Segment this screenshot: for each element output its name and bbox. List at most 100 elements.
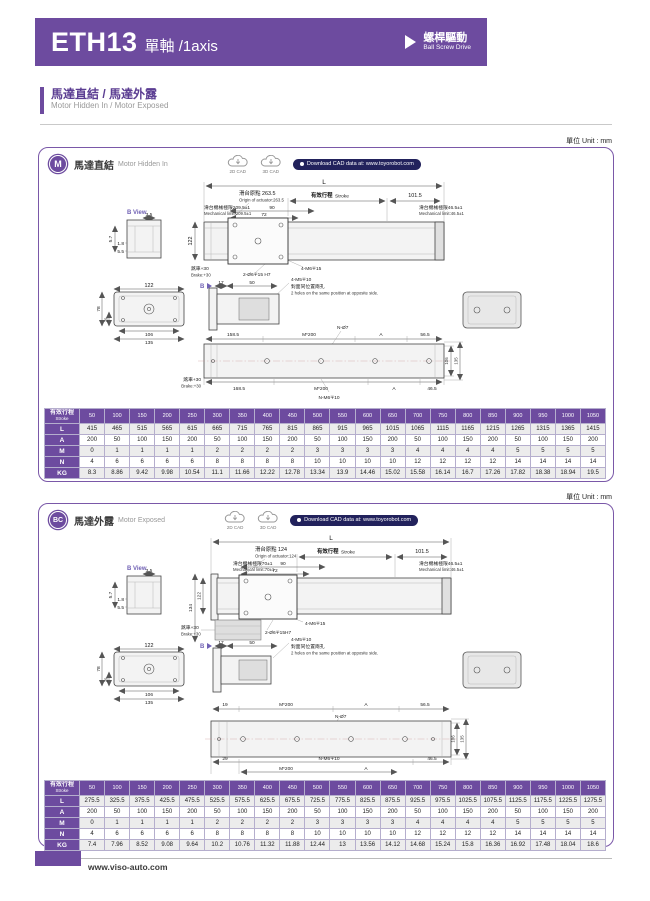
dim-label: 135 [454, 357, 459, 365]
stroke-value-cell: 400 [254, 780, 281, 796]
dim-label: 106 [451, 735, 456, 743]
table-cell: 50 [404, 434, 431, 446]
table-cell: 18.6 [579, 839, 607, 851]
table-cell: 14 [529, 828, 556, 840]
table-cell: 6 [129, 456, 156, 468]
dim-label: 101.5 [415, 549, 429, 555]
table-cell: 50 [304, 806, 331, 818]
table-cell: 325.5 [104, 795, 131, 807]
table-cell: 100 [529, 434, 556, 446]
table-cell: 14.46 [354, 467, 381, 479]
dim-label: 106 [145, 332, 153, 338]
table-cell: 50 [304, 434, 331, 446]
table-cell: 2 [204, 817, 231, 829]
table-cell: 150 [454, 806, 481, 818]
stroke-value-cell: 750 [429, 780, 456, 796]
stroke-value-cell: 450 [279, 408, 306, 424]
dim-label: 56.5 [420, 332, 430, 338]
dim-label: A [392, 386, 396, 392]
panel-m-title-en: Motor Hidden In [118, 160, 168, 168]
stroke-value-cell: 950 [529, 780, 556, 796]
stroke-value-cell: 750 [429, 408, 456, 424]
cad-3d-button[interactable]: 3D CAD [256, 510, 280, 530]
table-cell: 4 [454, 445, 481, 457]
stroke-value-cell: 500 [304, 408, 331, 424]
table-cell: 5 [504, 445, 531, 457]
dim-label: 滑台機械極限46.5±1 [419, 204, 463, 211]
download-cad-link[interactable]: Download CAD data at: www.toyorobot.com [292, 158, 421, 170]
table-cell: 2 [229, 817, 256, 829]
table-cell: 1175.5 [529, 795, 556, 807]
table-cell: 50 [504, 806, 531, 818]
table-cell: 6 [104, 456, 131, 468]
end-view [113, 651, 185, 687]
table-cell: 200 [78, 434, 106, 446]
stroke-value-cell: 250 [179, 780, 206, 796]
table-cell: 625.5 [254, 795, 281, 807]
cad-3d-button[interactable]: 3D CAD [259, 154, 283, 174]
table-cell: 1265 [504, 423, 531, 435]
table-cell: 8.3 [78, 467, 106, 479]
cad-2d-button[interactable]: 2D CAD [226, 154, 250, 174]
table-cell: 200 [479, 434, 506, 446]
table-cell: 200 [279, 806, 306, 818]
table-cell: 8 [254, 828, 281, 840]
dim-label: 46.5 [427, 756, 437, 762]
table-cell: 1 [179, 817, 206, 829]
table-cell: 13.34 [304, 467, 331, 479]
motor-exposed-drawing: L 滑台原點 124 Origin of actuator:124 有效行程 S… [96, 535, 522, 775]
table-cell: 675.5 [279, 795, 306, 807]
table-cell: 200 [579, 806, 607, 818]
dimension-labels: L 滑台原點 263.5 Origin of actuator:263.5 有效… [96, 179, 464, 401]
section-b-marker: B [200, 644, 205, 650]
dim-label: 122 [145, 643, 154, 649]
download-cad-link[interactable]: Download CAD data at: www.toyorobot.com [290, 514, 419, 526]
table-cell: 150 [454, 434, 481, 446]
cad-links: 2D CAD 3D CAD [223, 510, 280, 530]
dim-label: 17 [218, 280, 224, 286]
table-cell: 1115 [429, 423, 456, 435]
table-cell: 10 [329, 456, 356, 468]
table-cell: 12 [479, 828, 506, 840]
table-cell: 9.42 [129, 467, 156, 479]
table-cell: 10 [304, 828, 331, 840]
dim-label: 對面同位置兩孔 [291, 283, 325, 290]
actuator-bottom-view [198, 343, 450, 379]
dim-label: M*200 [279, 766, 293, 772]
actuator-side-view [210, 573, 452, 641]
table-cell: 150 [254, 806, 281, 818]
motor-section-view [207, 283, 280, 331]
dim-label: Brake:+30 [191, 273, 211, 278]
section-title-en: Motor Hidden In / Motor Exposed [51, 101, 169, 111]
drive-type-block: 螺桿驅動 Ball Screw Drive [405, 32, 471, 51]
table-cell: 5 [529, 817, 556, 829]
panel-motor-exposed: BC 馬達外露 Motor Exposed 2D CAD 3D CAD Down… [38, 503, 614, 851]
dim-label: 29 [222, 756, 228, 762]
rear-end-view [462, 291, 522, 329]
table-cell: 8 [254, 456, 281, 468]
table-cell: 16.7 [454, 467, 481, 479]
stroke-value-cell: 850 [479, 408, 506, 424]
motor-hidden-drawing: L 滑台原點 263.5 Origin of actuator:263.5 有效… [96, 179, 522, 401]
cloud-download-icon [257, 510, 278, 523]
table-cell: 3 [379, 445, 406, 457]
table-cell: 375.5 [129, 795, 156, 807]
table-cell: 865 [304, 423, 331, 435]
table-cell: 17.48 [529, 839, 556, 851]
table-cell: 16.36 [479, 839, 506, 851]
dim-label: Stroke [341, 550, 355, 556]
table-cell: 10 [354, 456, 381, 468]
dim-label: 滑台原點 263.5 [239, 189, 276, 197]
dim-label: 50 [249, 640, 255, 646]
table-cell: 4 [454, 817, 481, 829]
stroke-value-cell: 800 [454, 408, 481, 424]
stroke-value-cell: 250 [179, 408, 206, 424]
table-cell: 10 [379, 456, 406, 468]
cad-2d-button[interactable]: 2D CAD [223, 510, 247, 530]
b-view-section [126, 575, 162, 615]
table-cell: 50 [404, 806, 431, 818]
stroke-value-cell: 350 [229, 780, 256, 796]
table-cell: 0 [78, 445, 106, 457]
table-cell: 100 [429, 434, 456, 446]
